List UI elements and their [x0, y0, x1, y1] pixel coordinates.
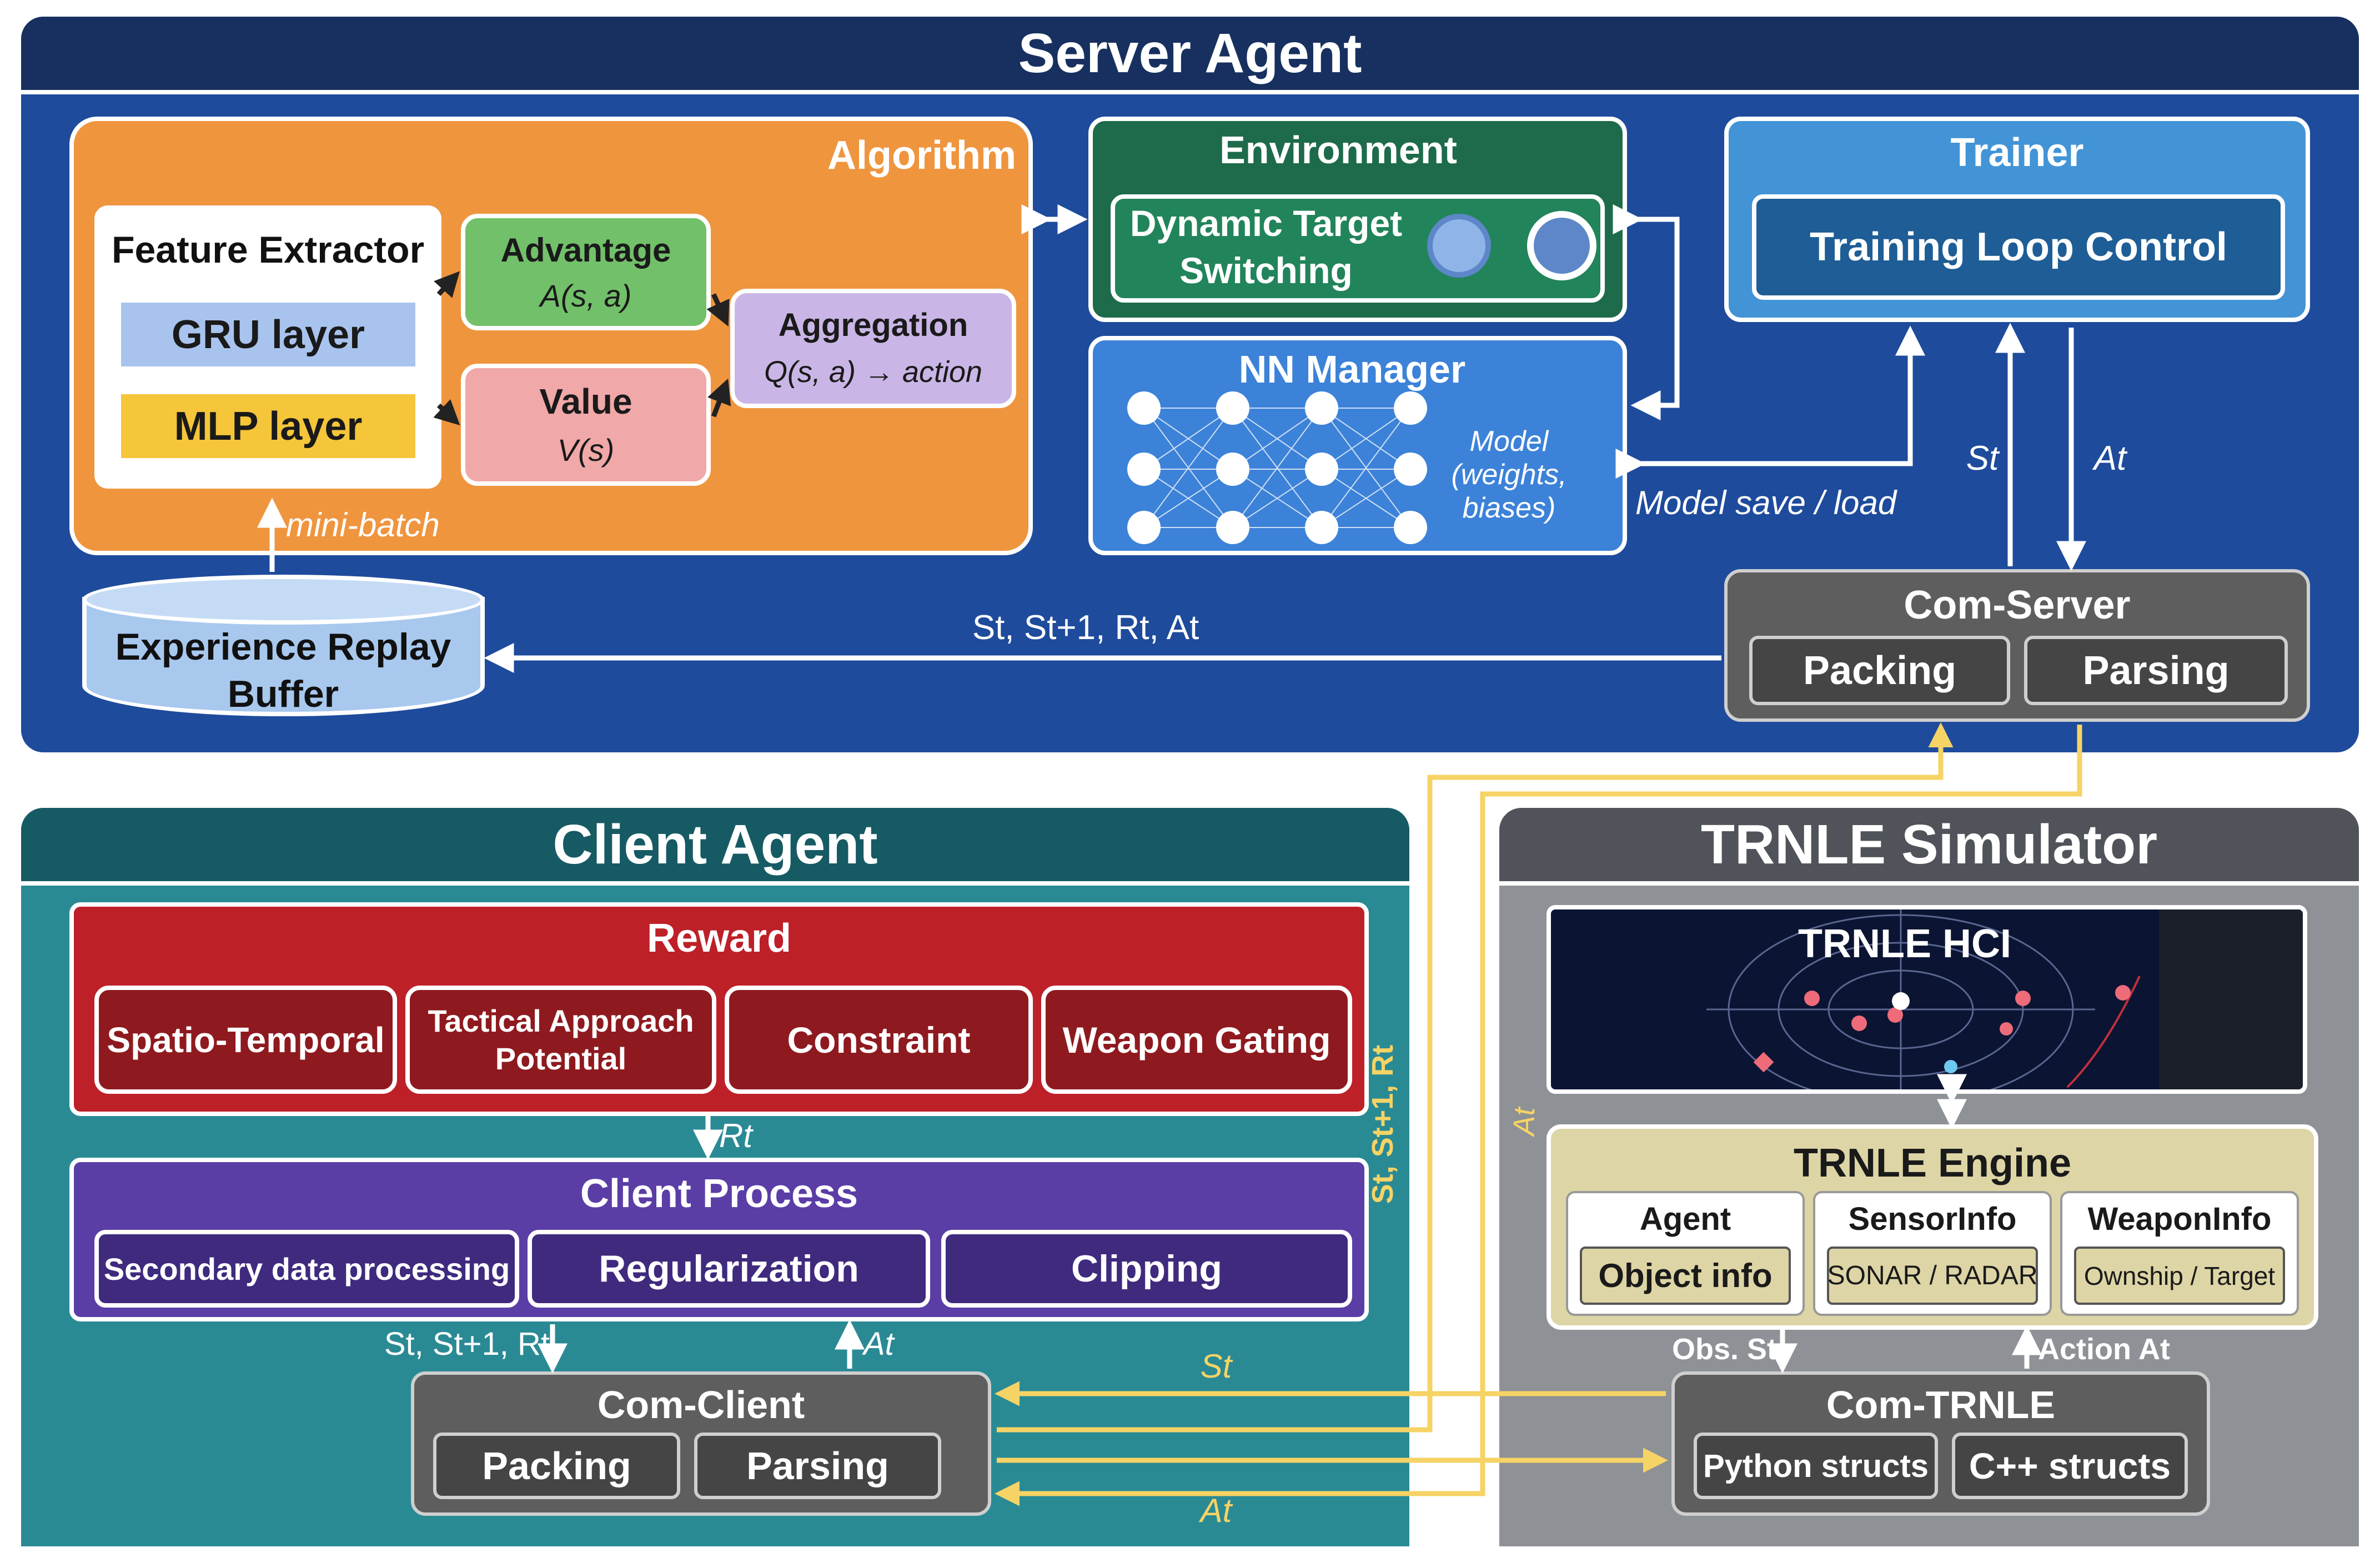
value-formula: V(s)	[557, 432, 615, 468]
server-agent-title: Server Agent	[21, 17, 2359, 94]
engine-agent-title: Agent	[1639, 1200, 1731, 1237]
dynamic-target-box	[1111, 194, 1605, 303]
client-agent-title: Client Agent	[21, 808, 1409, 886]
engine-sensor-title: SensorInfo	[1848, 1200, 2017, 1237]
target-a-icon	[1427, 214, 1491, 278]
dynamic-target-label: Dynamic Target Switching	[1129, 203, 1403, 291]
com-client-packing: Packing	[433, 1433, 680, 1499]
nn-model-label: Model (weights, biases)	[1451, 425, 1567, 524]
aggregation-box	[730, 289, 1016, 408]
server-state-label: St	[1966, 439, 1999, 478]
process-item-regularization: Regularization	[528, 1230, 930, 1308]
engine-sensor-sub: SONAR / RADAR	[1827, 1247, 2038, 1305]
advantage-title: Advantage	[500, 231, 671, 269]
reward-arrow-label: Rt	[719, 1117, 752, 1154]
engine-agent-sub: Object info	[1580, 1247, 1791, 1305]
value-box	[461, 364, 711, 486]
simulator-side-at-label: At	[1508, 1107, 1541, 1136]
hci-side-panel	[2159, 909, 2303, 1089]
com-client-title: Com-Client	[597, 1383, 805, 1426]
trainer-title: Trainer	[1950, 130, 2084, 175]
client-process-title: Client Process	[580, 1172, 858, 1216]
algorithm-title: Algorithm	[827, 133, 1016, 178]
replay-buffer-label: Experience Replay Buffer	[115, 625, 451, 715]
com-server-title: Com-Server	[1904, 583, 2131, 627]
client-side-label: St, St+1, Rt	[1366, 1044, 1399, 1204]
com-server-parsing: Parsing	[2024, 636, 2288, 705]
training-loop-control: Training Loop Control	[1752, 194, 2285, 300]
aggregation-title: Aggregation	[778, 306, 968, 343]
com-trnle-cpp: C++ structs	[1952, 1433, 2188, 1499]
com-trnle-python: Python structs	[1694, 1433, 1938, 1499]
client-up-label: At	[863, 1325, 894, 1362]
gru-layer: GRU layer	[121, 303, 415, 366]
client-st-label: St	[1200, 1347, 1232, 1385]
action-at-label: Action At	[2038, 1333, 2170, 1366]
client-down-label: St, St+1, Rt	[384, 1325, 550, 1362]
reward-item-weapon-gating: Weapon Gating	[1041, 986, 1352, 1094]
engine-weapon-title: WeaponInfo	[2087, 1200, 2272, 1237]
client-at-label: At	[1200, 1491, 1232, 1529]
process-item-secondary: Secondary data processing	[94, 1230, 519, 1308]
value-title: Value	[539, 381, 632, 421]
replay-buffer-top	[82, 575, 485, 625]
advantage-formula: A(s, a)	[540, 278, 632, 313]
advantage-box	[461, 214, 711, 330]
model-save-load-label: Model save / load	[1635, 484, 1897, 521]
hci-title: TRNLE HCI	[1798, 922, 2011, 966]
aggregation-formula: Q(s, a) → action	[764, 355, 983, 389]
reward-item-spatio-temporal: Spatio-Temporal	[94, 986, 397, 1094]
transition-label: St, St+1, Rt, At	[972, 608, 1199, 647]
nn-manager-title: NN Manager	[1238, 348, 1466, 391]
com-trnle-title: Com-TRNLE	[1826, 1383, 2056, 1426]
target-b-icon	[1527, 211, 1596, 280]
server-action-label: At	[2093, 439, 2127, 478]
reward-item-tactical-approach: Tactical Approach Potential	[405, 986, 716, 1094]
obs-st-label: Obs. St	[1671, 1333, 1777, 1366]
com-server-packing: Packing	[1749, 636, 2010, 705]
com-client-parsing: Parsing	[694, 1433, 941, 1499]
reward-title: Reward	[646, 916, 792, 961]
mlp-layer: MLP layer	[121, 394, 415, 458]
simulator-title: TRNLE Simulator	[1499, 808, 2359, 886]
reward-item-constraint: Constraint	[725, 986, 1033, 1094]
trnle-engine-title: TRNLE Engine	[1794, 1141, 2071, 1185]
process-item-clipping: Clipping	[941, 1230, 1352, 1308]
engine-weapon-sub: Ownship / Target	[2074, 1247, 2285, 1305]
feature-extractor-title: Feature Extractor	[111, 229, 425, 271]
environment-title: Environment	[1219, 128, 1457, 172]
mini-batch-label: mini-batch	[286, 506, 440, 544]
